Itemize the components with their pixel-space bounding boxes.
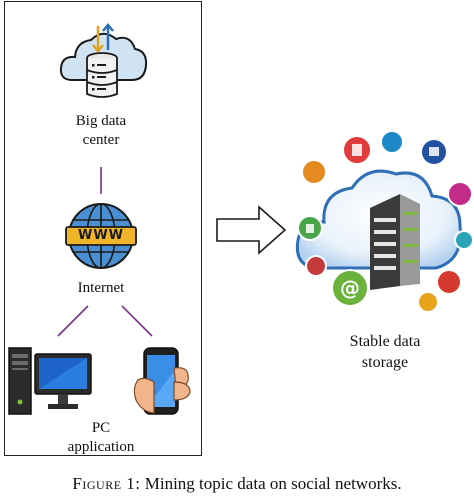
globe-www-icon: [65, 203, 137, 269]
stable-storage-line2: storage: [361, 354, 409, 371]
svg-text:@: @: [340, 276, 360, 300]
figure-caption: Figure 1: Mining topic data on social ne…: [0, 474, 474, 494]
www-text: WWW: [77, 228, 125, 243]
stable-storage-label: Stable data storage: [320, 331, 450, 373]
figure-caption-text: Mining topic data on social networks.: [144, 474, 402, 493]
connector-internet-phone: [121, 305, 153, 337]
cloud-database-icon: [59, 23, 148, 98]
big-data-center-line2: center: [82, 132, 120, 148]
pc-application-label: PC application: [51, 419, 151, 457]
connector-internet-pc: [57, 305, 89, 337]
big-data-center-line1: Big data: [75, 113, 127, 129]
left-panel: [4, 1, 202, 456]
cloud-server-icon: @: [295, 130, 472, 313]
pc-application-line2: application: [67, 439, 135, 455]
arrow-right-icon: [216, 205, 287, 255]
figure-number: Figure 1:: [72, 474, 141, 493]
smartphone-hand-icon: [133, 347, 191, 415]
desktop-computer-icon: [8, 347, 92, 415]
big-data-center-label: Big data center: [51, 112, 151, 150]
pc-application-line1: PC: [91, 420, 111, 436]
stable-storage-line1: Stable data: [349, 333, 421, 350]
internet-label: Internet: [77, 280, 125, 296]
